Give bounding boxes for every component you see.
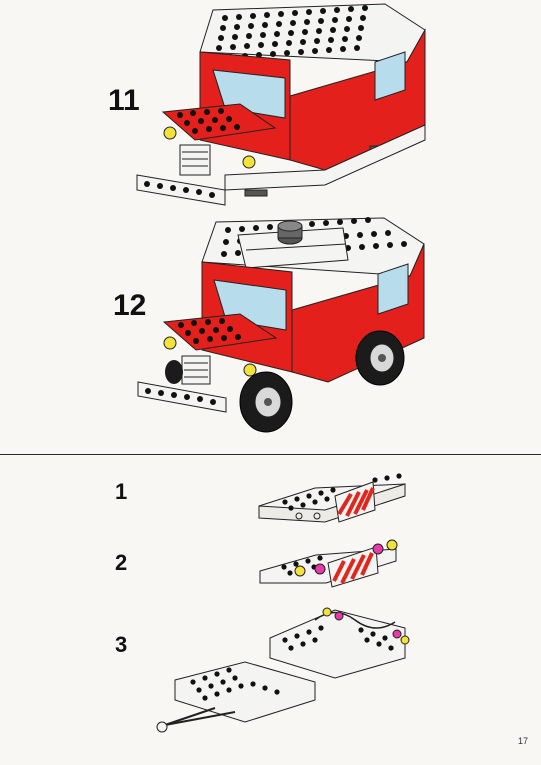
section-divider (0, 454, 541, 455)
substep-1-number: 1 (115, 479, 128, 504)
rear-wheel (355, 330, 405, 386)
page-number: 17 (518, 736, 529, 746)
substep-3-illustration (156, 607, 410, 733)
step-12-illustration (137, 217, 425, 433)
substep-3-number: 3 (115, 632, 128, 657)
substep-2-number: 2 (115, 550, 128, 575)
roof-studs (214, 5, 368, 61)
step-11-number: 11 (108, 84, 140, 117)
step-12-number: 12 (113, 289, 147, 322)
substep-2-illustration (259, 539, 398, 588)
front-wheel (239, 371, 293, 433)
step-11-illustration (136, 3, 426, 206)
substep-1-illustration (258, 473, 406, 523)
